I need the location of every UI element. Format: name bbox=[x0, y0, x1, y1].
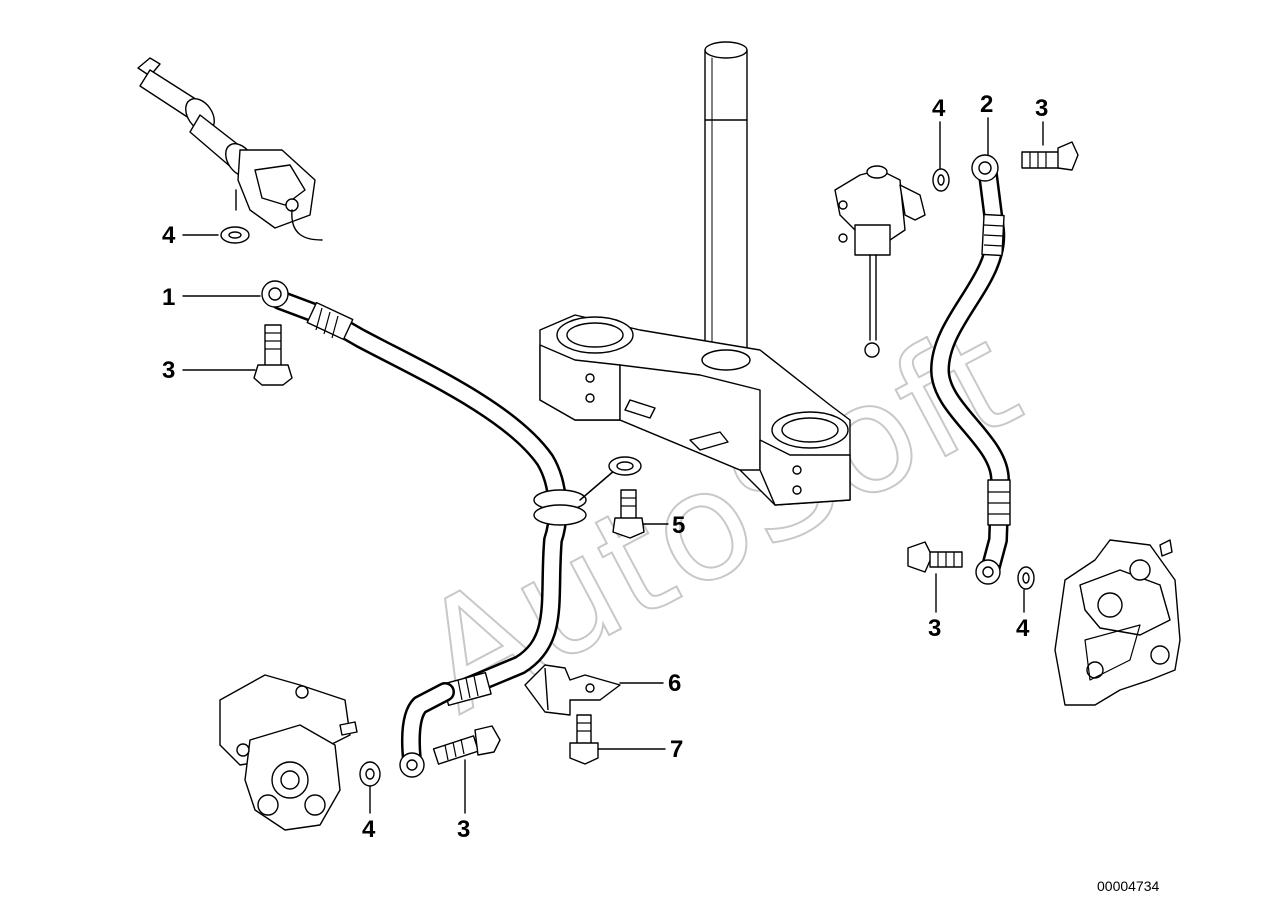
hose-ferrule-upper bbox=[306, 301, 354, 341]
label-part-5: 5 bbox=[672, 512, 685, 539]
hose-clip bbox=[533, 456, 642, 526]
front-brake-caliper bbox=[219, 674, 358, 831]
label-part-3-lower-right: 3 bbox=[928, 615, 941, 642]
holder-part-6 bbox=[524, 664, 621, 716]
banjo-bolt-right-lower bbox=[907, 541, 963, 573]
label-part-3-upper-left: 3 bbox=[162, 357, 175, 384]
handlebar-master-cylinder bbox=[137, 57, 323, 241]
rear-brake-caliper bbox=[1054, 539, 1181, 706]
label-part-6: 6 bbox=[668, 670, 681, 697]
seal-ring-left-lower bbox=[359, 761, 381, 787]
banjo-bolt-right-upper bbox=[1021, 141, 1079, 171]
label-part-4-upper-right: 4 bbox=[932, 95, 946, 122]
label-part-4-lower-right: 4 bbox=[1016, 615, 1030, 642]
triple-clamp bbox=[539, 41, 851, 506]
seal-ring-left-upper bbox=[220, 226, 250, 244]
banjo-bolt-left-upper bbox=[253, 324, 293, 386]
seal-ring-right-upper bbox=[932, 168, 950, 192]
seal-ring-right-lower bbox=[1017, 566, 1035, 590]
hose-ferrule-lower bbox=[442, 671, 492, 707]
label-part-3-upper-right: 3 bbox=[1035, 95, 1048, 122]
diagram-code: 00004734 bbox=[1097, 878, 1160, 894]
bolt-part-5 bbox=[612, 489, 645, 539]
bolt-part-7 bbox=[569, 714, 599, 765]
part-labels: 4 1 3 4 2 3 5 3 4 6 7 4 3 bbox=[162, 91, 1048, 843]
label-part-3-lower-left: 3 bbox=[457, 816, 470, 843]
banjo-bolt-left-lower bbox=[432, 725, 501, 765]
label-part-4-upper-left: 4 bbox=[162, 222, 176, 249]
label-part-2: 2 bbox=[980, 91, 993, 118]
label-part-4-lower-left: 4 bbox=[362, 816, 376, 843]
rear-master-cylinder bbox=[834, 165, 926, 358]
label-part-7: 7 bbox=[670, 736, 683, 763]
brake-hose-front bbox=[261, 280, 642, 778]
label-part-1: 1 bbox=[162, 284, 175, 311]
brake-hose-rear bbox=[930, 154, 1011, 585]
leader-lines bbox=[182, 117, 1044, 814]
